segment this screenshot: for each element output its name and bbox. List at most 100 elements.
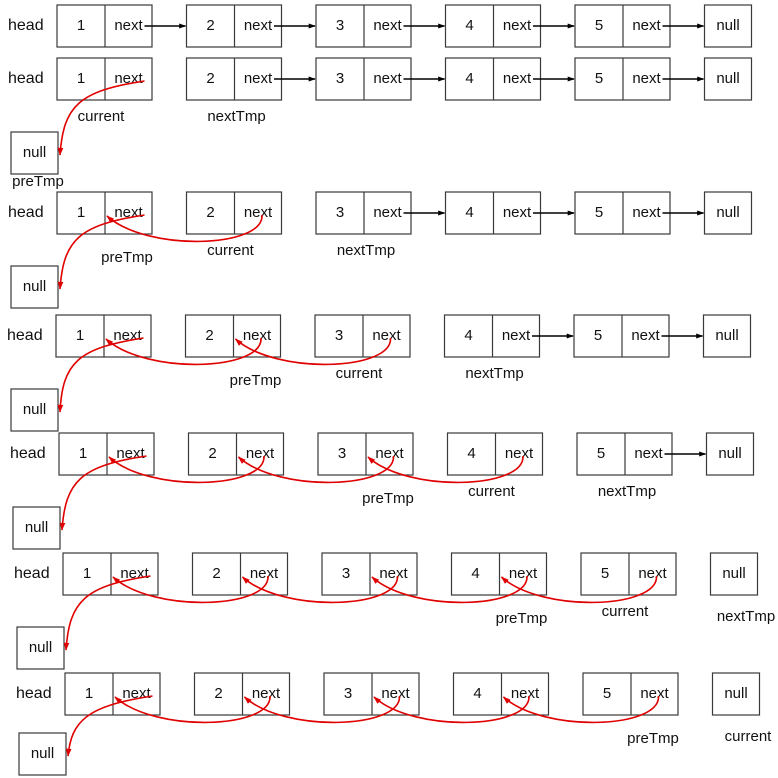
label-current: current [725, 728, 773, 745]
node-value: 3 [336, 204, 344, 221]
node-next-field: next [503, 70, 532, 87]
list-node-2: 2 next [185, 4, 283, 48]
node-value: 2 [206, 17, 214, 34]
null-box [703, 191, 753, 235]
node-value: 3 [336, 70, 344, 87]
tail-null-node: null [711, 672, 761, 716]
reversed-pointer-arrow [500, 575, 658, 604]
reversed-pointer-arrow [237, 455, 395, 484]
tail-null-node: null [702, 314, 752, 358]
node-next-field: next [373, 17, 402, 34]
node-value: 1 [77, 70, 85, 87]
null-box [705, 432, 755, 476]
list-node-2: 2 next [184, 314, 282, 358]
label-pretmp: preTmp [496, 610, 548, 627]
node-next-field: next [244, 70, 273, 87]
null-box [703, 57, 753, 101]
node-next-field: next [244, 17, 273, 34]
node-next-field: next [505, 445, 534, 462]
reversed-pointer-arrow [367, 455, 524, 484]
prev-null-node: null [10, 388, 59, 432]
tail-null-node: null [705, 432, 755, 476]
tail-null-node: null [703, 57, 753, 101]
node-next-field: next [634, 445, 663, 462]
node-value: 4 [465, 70, 473, 87]
label-pretmp: preTmp [627, 730, 679, 747]
null-box [16, 626, 65, 670]
node-next-field: next [372, 327, 401, 344]
node-next-field: next [503, 204, 532, 221]
reversed-pointer-arrow [112, 575, 269, 604]
head-label: head [10, 445, 46, 462]
head-label: head [8, 70, 44, 87]
node-next-field: next [114, 17, 143, 34]
null-box [709, 552, 759, 596]
null-value: null [716, 204, 739, 221]
tail-null-node: null [703, 191, 753, 235]
node-next-field: next [511, 685, 540, 702]
node-value: 2 [206, 70, 214, 87]
node-value: 1 [76, 327, 84, 344]
reversed-pointer-arrow [243, 695, 401, 724]
label-pretmp: preTmp [101, 249, 153, 266]
reversed-pointer-arrow [371, 575, 528, 604]
reversed-pointer-arrow [234, 337, 392, 366]
label-nexttmp: nextTmp [207, 108, 265, 125]
label-current: current [336, 365, 384, 382]
node-next-field: next [631, 327, 660, 344]
label-pretmp: preTmp [230, 372, 282, 389]
head-label: head [8, 204, 44, 221]
tail-null-node: null [709, 552, 759, 596]
prev-null-node: null [10, 265, 59, 309]
node-value: 2 [206, 204, 214, 221]
label-pretmp: preTmp [12, 173, 64, 190]
label-nexttmp: nextTmp [465, 365, 523, 382]
null-value: null [716, 17, 739, 34]
null-box [10, 265, 59, 309]
null-box [12, 506, 61, 550]
node-value: 2 [205, 327, 213, 344]
node-value: 4 [464, 327, 472, 344]
node-value: 5 [594, 327, 602, 344]
prev-null-node: null [18, 732, 67, 776]
node-value: 3 [344, 685, 352, 702]
node-value: 5 [595, 17, 603, 34]
list-node-4: 4 next [444, 57, 542, 101]
list-node-2: 2 next [187, 432, 285, 476]
node-value: 5 [603, 685, 611, 702]
null-box [10, 131, 59, 175]
node-next-field: next [246, 445, 275, 462]
node-next-field: next [243, 327, 272, 344]
node-next-field: next [503, 17, 532, 34]
node-value: 1 [85, 685, 93, 702]
node-value: 2 [208, 445, 216, 462]
node-value: 1 [77, 204, 85, 221]
node-next-field: next [252, 685, 281, 702]
null-value: null [29, 639, 52, 656]
list-node-2: 2 next [185, 57, 283, 101]
node-next-field: next [640, 685, 669, 702]
